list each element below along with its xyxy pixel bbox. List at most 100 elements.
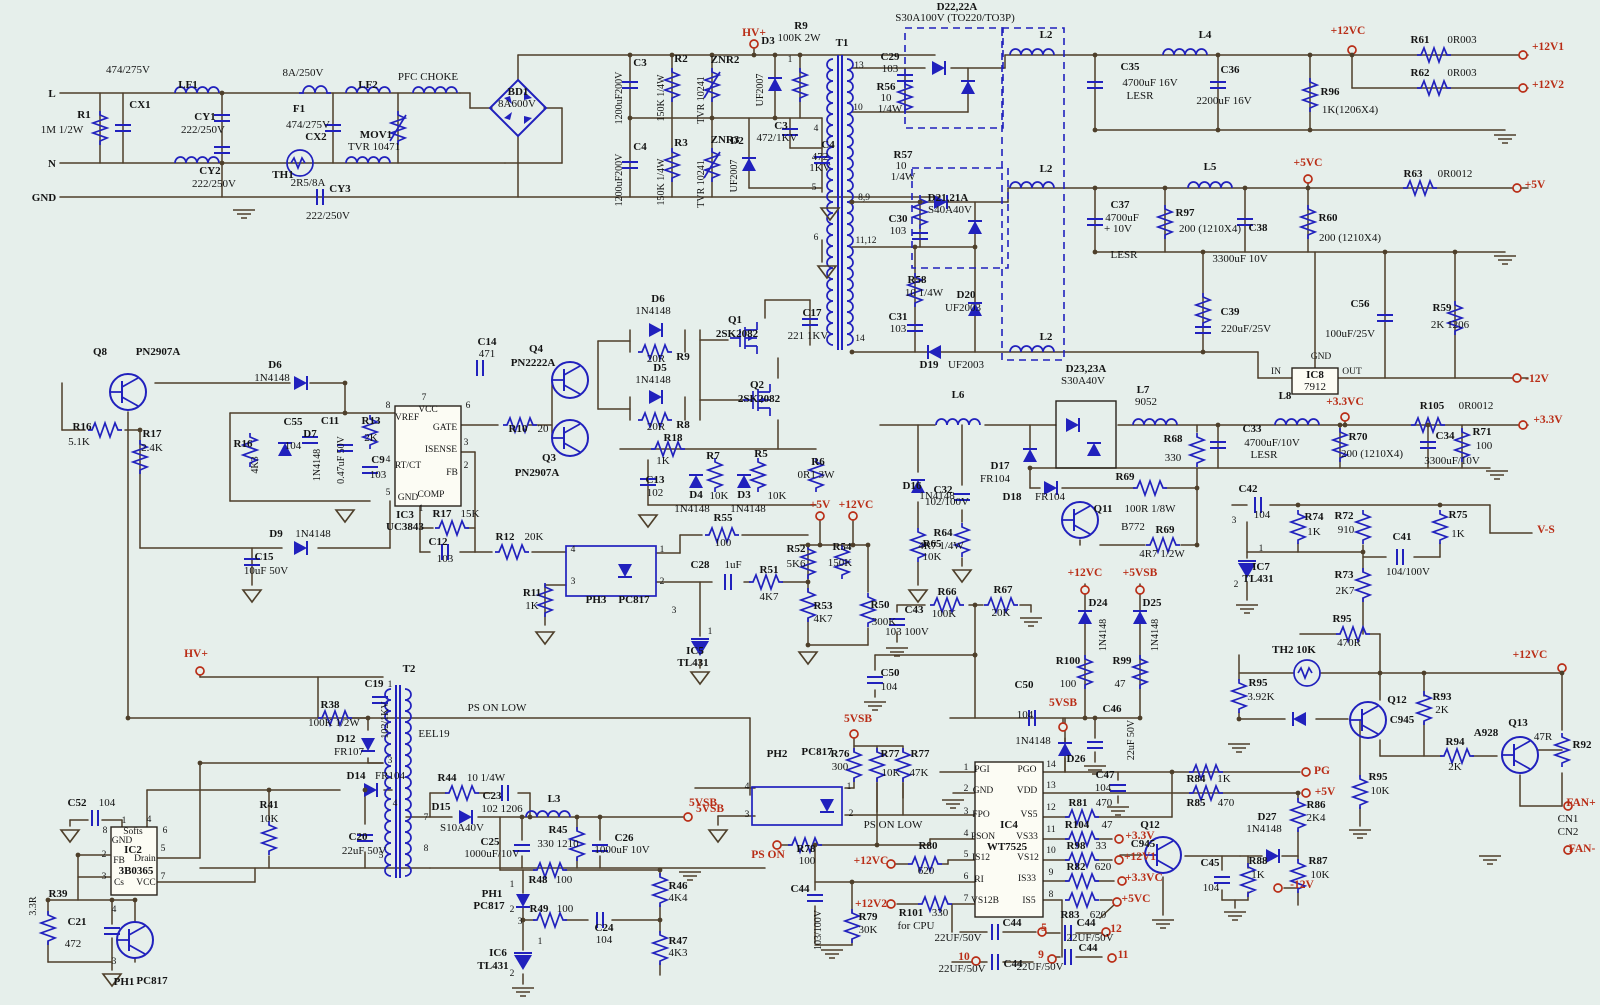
earth-ground [942,799,964,809]
schematic-label: R99 [1113,655,1132,667]
schematic-label: N [48,158,56,170]
schematic-label: D6 [268,359,282,371]
schematic-label: LF2 [358,79,378,91]
diode [516,894,530,907]
schematic-label: 14 [855,334,865,344]
schematic-label: 1uF [724,559,741,571]
terminal [1518,83,1528,93]
schematic-label: Q12 [1387,694,1407,706]
schematic-label: UF2007 [755,74,766,107]
schematic-label: 4 [571,545,576,555]
diode [928,345,941,359]
schematic-label: C35 [1121,61,1140,73]
resistor [1298,205,1318,239]
schematic-label: R86 [1307,799,1326,811]
diode [1044,481,1057,495]
schematic-label: 2K 1206 [1431,319,1470,331]
resistor [748,458,768,492]
schematic-label: 1N4148 [730,503,766,515]
schematic-label: R95 [1369,771,1388,783]
terminal [1563,801,1573,811]
schematic-label: C32 [934,484,953,496]
schematic-label: R95 [1333,613,1352,625]
schematic-label: 2SK2082 [716,328,759,340]
terminal [815,511,825,521]
capacitor [1396,549,1404,565]
schematic-label: ZNR3 [711,134,740,146]
schematic-label: R96 [1321,86,1340,98]
schematic-label: R74 [1305,511,1324,523]
diode [1266,849,1279,863]
schematic-label: R85 [1187,797,1206,809]
resistor [798,545,818,579]
schematic-label: 4 [814,124,819,134]
terminal [1101,927,1111,937]
capacitor [1064,949,1072,965]
junction-dot [1295,790,1301,796]
schematic-label: 1200uF200V [614,71,625,125]
schematic-label: C19 [365,678,384,690]
resistor [1353,568,1373,602]
schematic-label: 150K [828,557,853,569]
schematic-label: R45 [549,824,568,836]
resistor [1133,478,1167,498]
schematic-label: 3 [964,807,969,817]
schematic-label: D25 [1143,597,1162,609]
terminal [1112,897,1122,907]
schematic-label: 100 [799,855,816,867]
junction-dot [1092,249,1098,255]
junction-dot [342,410,348,416]
schematic-label: FB [446,468,458,478]
junction-dot [751,52,757,58]
schematic-label: R78 [797,843,816,855]
optocoupler-box [751,786,843,826]
schematic-label: 3 [672,606,677,616]
diode [459,810,472,824]
schematic-label: 10K [1311,869,1330,881]
schematic-label: 103 [437,553,454,565]
schematic-label: 3300uF/10V [1424,455,1480,467]
ic-box [394,405,462,507]
junction-dot [574,814,580,820]
schematic-label: 2 [464,461,469,471]
schematic-label: VS12 [1017,853,1039,863]
schematic-label: 4 [393,799,398,809]
schematic-label: UF2007 [729,160,740,193]
schematic-label: R1 [77,109,90,121]
schematic-label: 1 [660,545,665,555]
schematic-label: 4K3 [669,947,688,959]
schematic-label: L4 [1199,29,1212,41]
ground-triangle [101,973,123,988]
schematic-label: 5 [386,488,391,498]
schematic-label: C45 [1201,857,1220,869]
schematic-label: for CPU [898,920,935,932]
schematic-label: R54 [833,541,852,553]
diode [618,564,632,577]
schematic-label: TL431 [477,960,508,972]
bridge-diodes [504,92,532,104]
thermistor [286,149,314,177]
earth-ground [1494,255,1516,265]
transistor-leads [552,423,581,453]
schematic-label: C36 [1221,64,1240,76]
schematic-label: 4K7 [814,613,833,625]
schematic-label: -12V [1525,373,1549,385]
schematic-label: TH2 10K [1272,644,1316,656]
capacitor [514,844,530,852]
schematic-label: 47 [1102,819,1114,831]
resistor [1288,798,1308,832]
schematic-label: +3.3VC [1326,396,1364,408]
schematic-label: 103 100V [885,626,929,638]
schematic-label: +3.3VC [1125,872,1163,884]
diode [361,738,375,751]
inductor [935,418,981,426]
schematic-label: 47 [1115,678,1127,690]
schematic-label: PH3 [586,594,607,606]
schematic-label: R83 [1061,909,1080,921]
schematic-label: 1 [1259,544,1264,554]
schematic-label: 2 [1234,580,1239,590]
schematic-label: 6 [466,401,471,411]
resistor [788,835,822,855]
earth-ground [233,209,255,219]
